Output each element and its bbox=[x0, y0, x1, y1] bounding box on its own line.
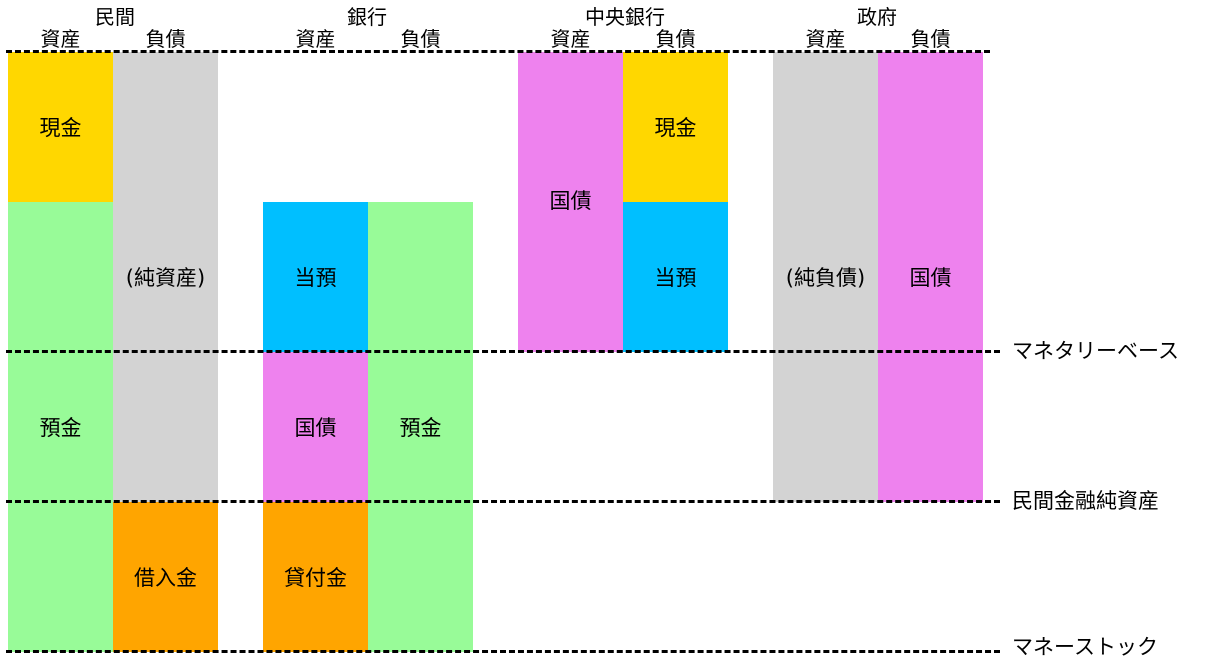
cb-current-account-block: 当預 bbox=[623, 202, 728, 352]
bank-bond-label: 国債 bbox=[294, 416, 337, 440]
private-net-financial-assets-label: 民間金融純資産 bbox=[1012, 489, 1159, 513]
private-net-assets-label: (純資産) bbox=[125, 266, 206, 290]
private-net-assets-block: (純資産) bbox=[113, 52, 218, 502]
sector-title-private: 民間 bbox=[95, 5, 135, 29]
sector-title-bank: 銀行 bbox=[347, 5, 387, 29]
private-cash-label: 現金 bbox=[39, 116, 82, 140]
bank-lending-label: 貸付金 bbox=[284, 566, 347, 590]
gov-bond-label: 国債 bbox=[909, 266, 952, 290]
bank-liabilities-header: 負債 bbox=[400, 27, 441, 51]
gov-liabilities-header: 負債 bbox=[910, 27, 951, 51]
monetary-base-label: マネタリーベース bbox=[1012, 339, 1179, 363]
cb-cash-block: 現金 bbox=[623, 52, 728, 202]
bank-deposit-block: 預金 bbox=[368, 202, 473, 652]
gov-net-debt-block: (純負債) bbox=[773, 52, 878, 502]
sector-title-central-bank: 中央銀行 bbox=[585, 5, 665, 29]
monetary-base-line bbox=[6, 350, 1000, 353]
private-assets-header: 資産 bbox=[40, 27, 81, 51]
cb-cash-label: 現金 bbox=[654, 116, 697, 140]
gov-assets-header: 資産 bbox=[805, 27, 846, 51]
private-liabilities-header: 負債 bbox=[145, 27, 186, 51]
private-loan-label: 借入金 bbox=[134, 566, 197, 590]
bank-current-account-label: 当預 bbox=[294, 266, 337, 290]
bank-deposit-label: 預金 bbox=[399, 416, 442, 440]
gov-bond-block: 国債 bbox=[878, 52, 983, 502]
cb-bond-block: 国債 bbox=[518, 52, 623, 352]
private-deposit-label: 預金 bbox=[39, 416, 82, 440]
private-cash-block: 現金 bbox=[8, 52, 113, 202]
money-stock-label: マネーストック bbox=[1012, 635, 1158, 659]
bank-current-account-block: 当預 bbox=[263, 202, 368, 352]
money-stock-line bbox=[6, 650, 1000, 653]
private-net-financial-assets-line bbox=[6, 500, 1000, 503]
cb-liabilities-header: 負債 bbox=[655, 27, 696, 51]
sector-title-government: 政府 bbox=[857, 5, 897, 29]
bank-lending-block: 貸付金 bbox=[263, 502, 368, 652]
private-deposit-block: 預金 bbox=[8, 352, 113, 502]
bank-bond-block: 国債 bbox=[263, 352, 368, 502]
private-loan-block: 借入金 bbox=[113, 502, 218, 652]
cb-assets-header: 資産 bbox=[550, 27, 591, 51]
private-deposit-upper-block bbox=[8, 202, 113, 352]
private-deposit-lower-block bbox=[8, 502, 113, 652]
cb-current-account-label: 当預 bbox=[654, 266, 697, 290]
top-dashed-line bbox=[6, 50, 990, 53]
bank-assets-header: 資産 bbox=[295, 27, 336, 51]
gov-net-debt-label: (純負債) bbox=[785, 266, 866, 290]
cb-bond-label: 国債 bbox=[549, 189, 592, 213]
